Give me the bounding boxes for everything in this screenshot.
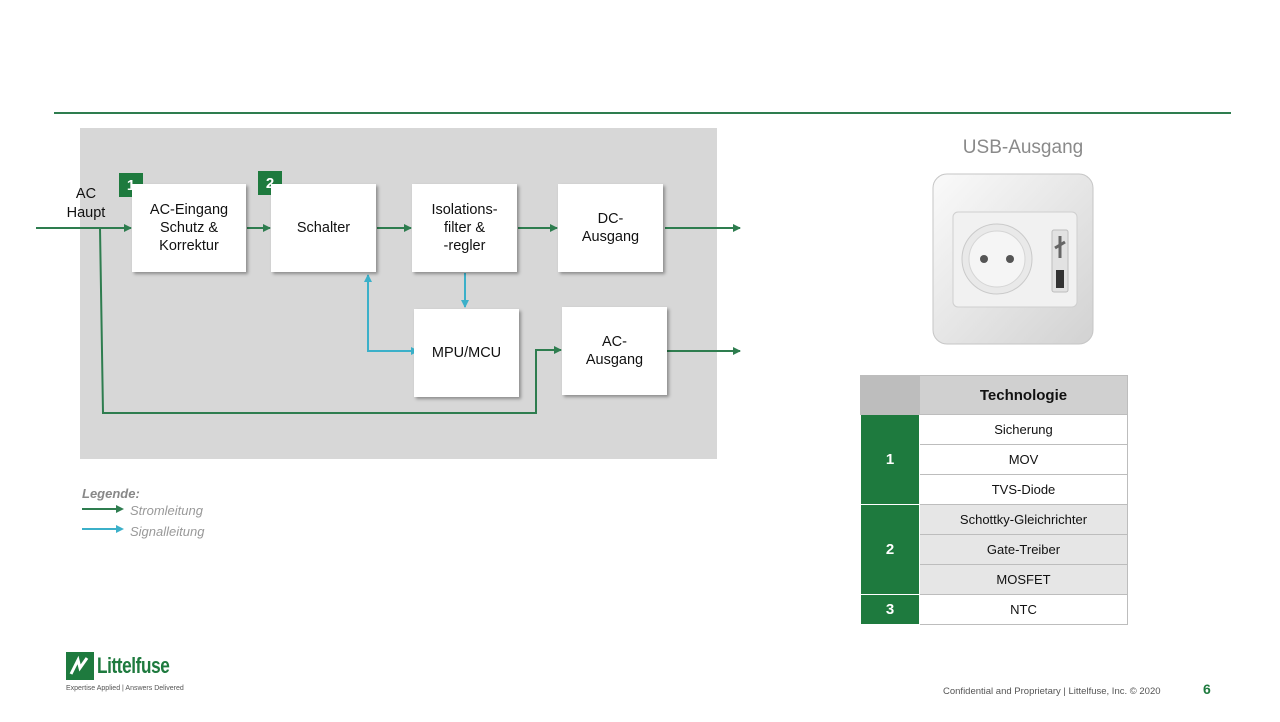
legend-signal-label: Signalleitung	[130, 524, 205, 539]
legend-power-label: Stromleitung	[130, 503, 203, 518]
block-dc-output: DC- Ausgang	[558, 184, 663, 272]
usb-output-title: USB-Ausgang	[962, 137, 1084, 158]
wall-socket-usb-icon	[931, 172, 1096, 347]
table-header-technology: Technologie	[919, 375, 1128, 415]
table-cell: MOV	[919, 444, 1128, 475]
block-ac-input: AC-Eingang Schutz & Korrektur	[132, 184, 246, 272]
ac-main-label: AC Haupt	[66, 186, 106, 221]
power-line-bypass-to-ac-output	[99, 227, 562, 414]
brand-name: Littelfuse	[97, 653, 170, 678]
table-group-number: 1	[860, 414, 920, 505]
table-group-number: 3	[860, 594, 920, 625]
table-cell: TVS-Diode	[919, 474, 1128, 505]
legend-signal-arrow-icon	[82, 525, 124, 533]
technology-table: Technologie 1 Sicherung MOV TVS-Diode 2 …	[860, 375, 1128, 625]
block-isolation: Isolations- filter & -regler	[412, 184, 517, 272]
block-switch: Schalter	[271, 184, 376, 272]
confidential-notice: Confidential and Proprietary | Littelfus…	[943, 686, 1161, 697]
table-cell: NTC	[919, 594, 1128, 625]
table-cell: Sicherung	[919, 414, 1128, 445]
block-ac-output: AC- Ausgang	[562, 307, 667, 395]
table-cell: MOSFET	[919, 564, 1128, 595]
littelfuse-logo-icon	[66, 652, 94, 680]
brand-tagline: Expertise Applied | Answers Delivered	[66, 685, 184, 692]
table-cell: Gate-Treiber	[919, 534, 1128, 565]
block-mpu: MPU/MCU	[414, 309, 519, 397]
page-number: 6	[1203, 681, 1211, 697]
legend-title: Legende:	[82, 486, 140, 501]
header-rule	[54, 112, 1231, 114]
legend-power-arrow-icon	[82, 505, 124, 513]
signal-line-mpu-to-switch	[364, 274, 419, 355]
table-header-empty	[860, 375, 920, 415]
legend-signal: Signalleitung	[82, 524, 222, 540]
legend-power: Stromleitung	[82, 503, 222, 519]
table-group-number: 2	[860, 504, 920, 595]
table-cell: Schottky-Gleichrichter	[919, 504, 1128, 535]
